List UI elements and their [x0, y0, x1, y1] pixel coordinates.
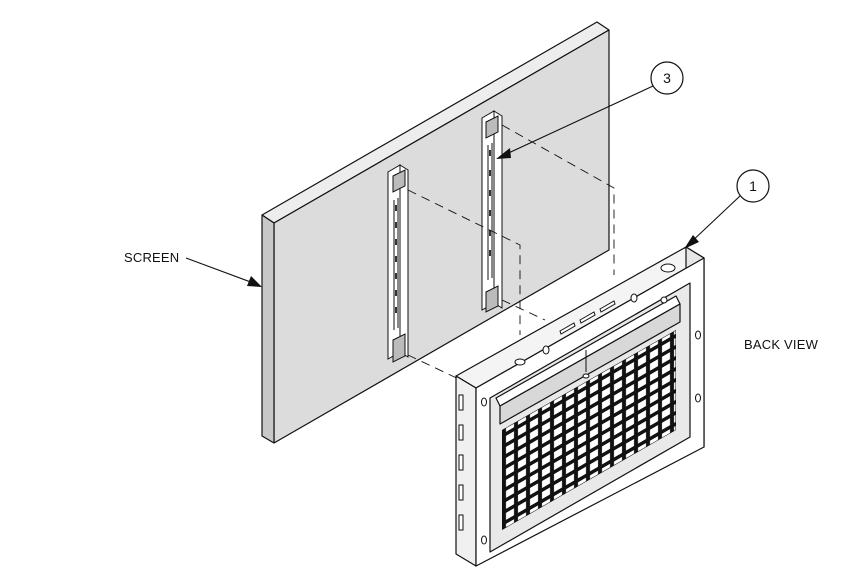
screen-label: SCREEN [124, 250, 180, 265]
mounting-rail-left [387, 164, 409, 363]
screen-leader [185, 257, 262, 287]
callout-3-number: 3 [663, 70, 671, 86]
callout-1: 1 [684, 169, 770, 249]
back-view-label: BACK VIEW [744, 337, 819, 352]
mounting-rail-right [481, 110, 503, 313]
frame-details [458, 263, 701, 545]
callout-1-number: 1 [749, 178, 757, 194]
callout-3: 3 [496, 61, 684, 159]
screen-panel [261, 21, 610, 444]
perforated-grid [502, 330, 676, 530]
